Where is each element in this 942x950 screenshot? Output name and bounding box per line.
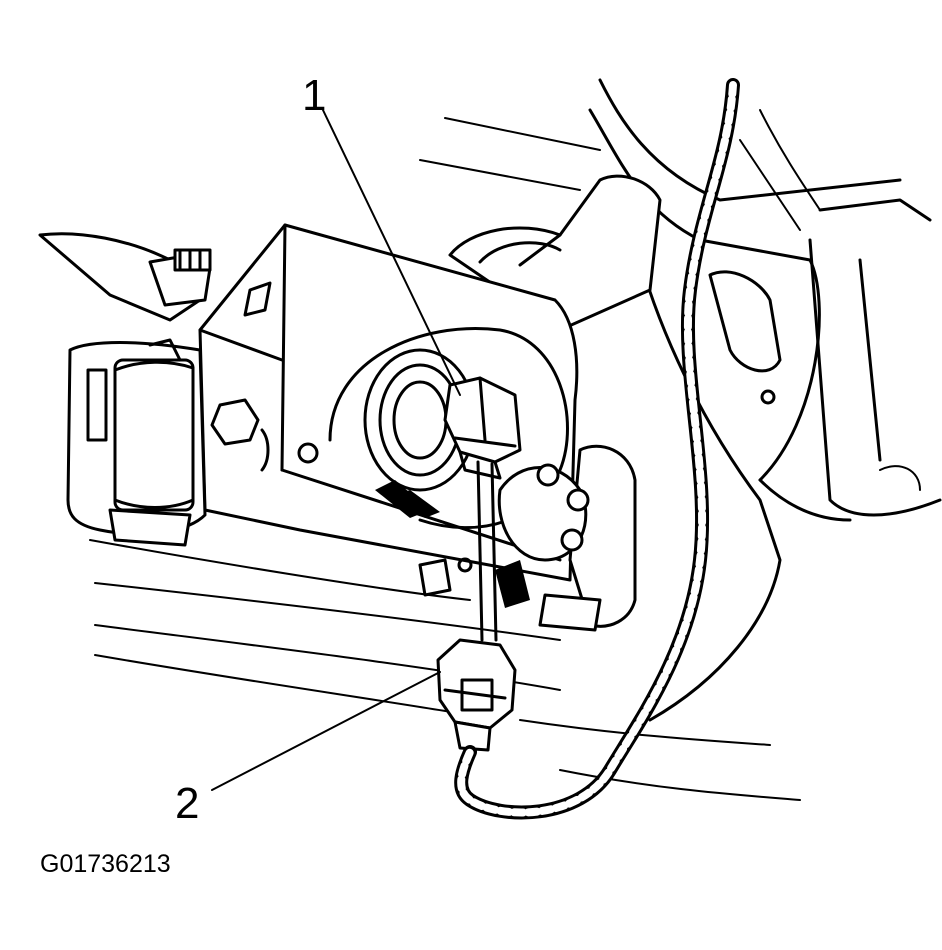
harness-connector-1 <box>443 376 522 480</box>
leader-lines <box>211 107 461 791</box>
bulb-socket <box>363 348 477 518</box>
body-structure <box>588 78 942 722</box>
harness-connector-2 <box>436 638 517 752</box>
upper-mount-bolt <box>38 232 272 322</box>
figure-id: G01736213 <box>40 850 171 878</box>
column-shaft <box>448 174 662 332</box>
leader-line-1 <box>321 107 461 396</box>
socket-retainer-clip <box>418 444 637 632</box>
wiring-harness-loom <box>454 78 740 820</box>
leader-line-2 <box>211 671 441 791</box>
left-lamp-assembly <box>66 338 270 547</box>
callout-2: 2 <box>175 779 199 828</box>
pigtail-wire <box>476 460 498 642</box>
callout-1: 1 <box>302 71 326 120</box>
